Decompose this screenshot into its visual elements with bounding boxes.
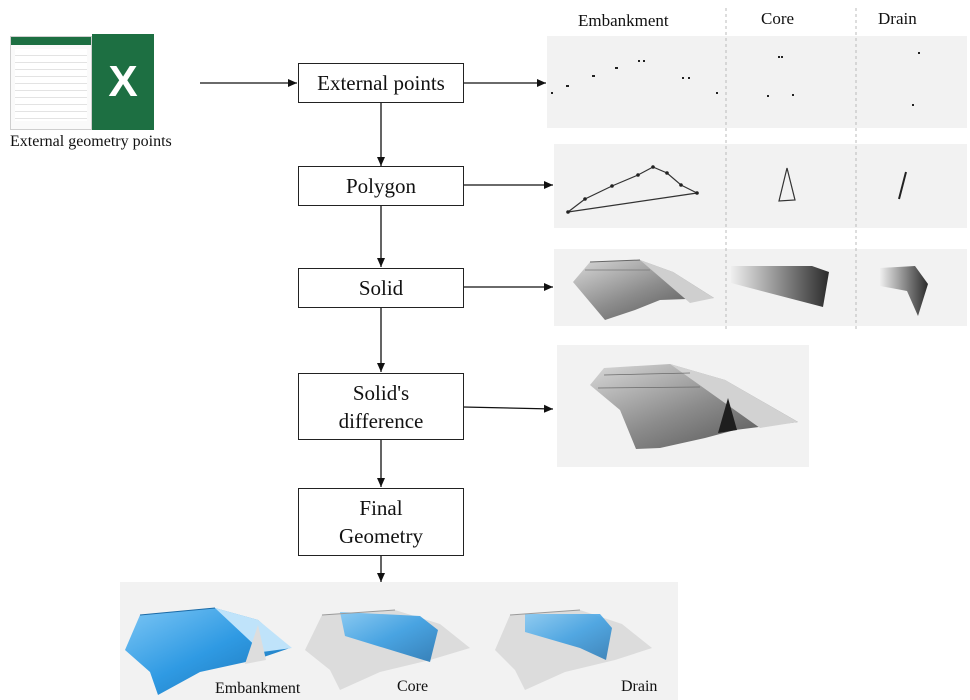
embankment-polygon <box>566 165 699 214</box>
embankment-solid <box>573 259 714 320</box>
step-polygon: Polygon <box>298 166 464 206</box>
step-external-points: External points <box>298 63 464 103</box>
final-label-embankment: Embankment <box>215 680 301 697</box>
core-points <box>767 56 794 97</box>
final-embankment-render <box>125 607 292 695</box>
arrow-difference-to-panel <box>462 404 554 413</box>
column-header-drain: Drain <box>878 9 917 28</box>
final-drain-render <box>495 609 652 690</box>
drain-polygon <box>898 171 907 200</box>
final-label-drain: Drain <box>621 678 658 695</box>
step-solids-difference: Solid's difference <box>298 373 464 440</box>
difference-solid <box>590 364 798 449</box>
core-polygon <box>778 167 796 202</box>
core-solid <box>731 266 829 307</box>
excel-spreadsheet-thumbnail <box>10 36 92 130</box>
panel-external-points <box>547 36 967 128</box>
excel-icon: X <box>92 34 196 130</box>
drain-points <box>912 52 920 106</box>
final-core-render <box>305 609 470 690</box>
column-header-embankment: Embankment <box>578 11 669 30</box>
final-label-core: Core <box>397 678 429 695</box>
embankment-points <box>551 60 718 94</box>
column-header-core: Core <box>761 9 795 28</box>
connectors <box>200 79 554 582</box>
panel-polygon <box>554 144 967 228</box>
drain-solid <box>880 266 928 316</box>
step-solid: Solid <box>298 268 464 308</box>
source-label: External geometry points <box>10 133 172 150</box>
excel-icon-glyph: X <box>108 57 138 106</box>
step-final-geometry: Final Geometry <box>298 488 464 556</box>
